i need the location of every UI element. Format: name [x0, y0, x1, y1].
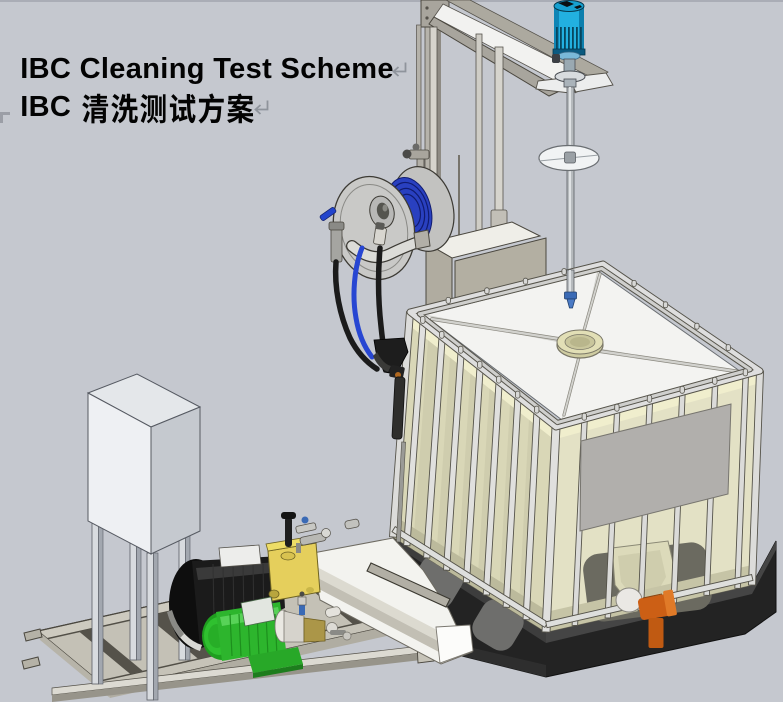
svg-text:IBC Cleaning Test Scheme: IBC Cleaning Test Scheme	[20, 53, 394, 85]
svg-text:IBC: IBC	[20, 91, 71, 123]
